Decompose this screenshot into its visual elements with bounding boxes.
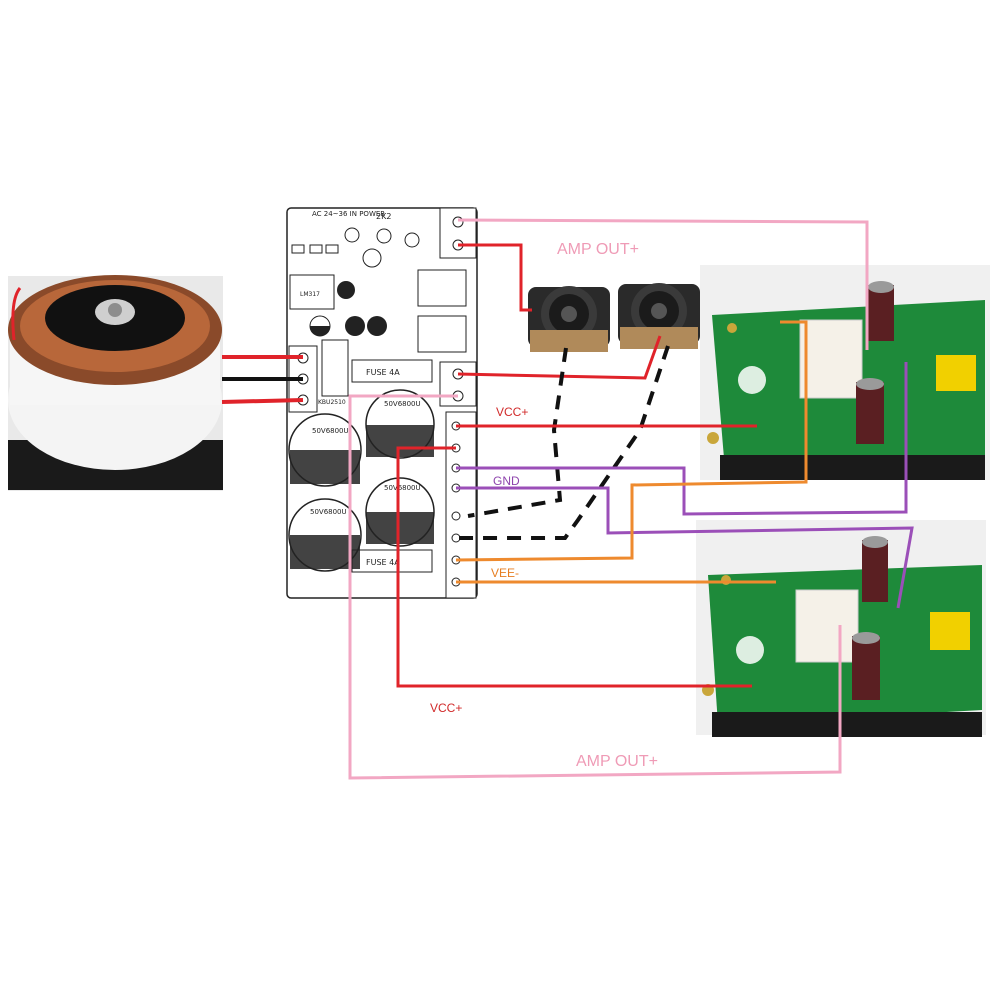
gnd-wire-top — [456, 362, 908, 516]
vee-label: VEE- — [491, 566, 519, 580]
amp-out-pink-top — [457, 218, 869, 350]
speaker-red-right — [457, 335, 662, 380]
gnd-wire-bottom — [456, 486, 914, 609]
psu-header-text: AC 24~36 IN POWER — [312, 210, 385, 218]
cap-bottom-left: 50V6800U — [288, 498, 362, 572]
amp-out-pink-bottom — [348, 394, 842, 780]
amp-out-label-bottom: AMP OUT+ — [576, 753, 658, 770]
vee-wire-top — [455, 320, 808, 562]
regulator-text: LM317 — [300, 291, 320, 298]
gnd-label: GND — [493, 474, 520, 488]
ac-wire-red-bottom — [221, 398, 304, 404]
vcc-wire-bottom — [396, 446, 752, 688]
speaker-black-dash-left — [467, 347, 568, 518]
amp-board-bottom — [696, 520, 986, 737]
svg-text:50V6800U: 50V6800U — [384, 400, 421, 408]
psu-board: AC 24~36 IN POWER 2K2 LM317 FUSE 4A FUSE… — [286, 207, 478, 599]
svg-text:50V6800U: 50V6800U — [384, 484, 421, 492]
amp-board-top — [700, 265, 990, 480]
cap-top-left: 50V6800U — [288, 413, 362, 487]
amp-out-label-top: AMP OUT+ — [557, 241, 639, 258]
svg-text:50V6800U: 50V6800U — [312, 427, 349, 435]
speaker-left — [528, 286, 610, 352]
speaker-black-dash-right — [458, 345, 670, 540]
svg-text:50V6800U: 50V6800U — [310, 508, 347, 516]
cap-bottom-right: 50V6800U — [365, 477, 435, 547]
speaker-red-left — [458, 243, 532, 312]
cap-top-right: 50V6800U — [365, 389, 435, 459]
vcc-label-top: VCC+ — [496, 405, 528, 419]
psu-code-text: 2K2 — [376, 212, 391, 221]
bridge-text: KBU2510 — [318, 399, 346, 406]
vcc-label-bottom: VCC+ — [430, 701, 462, 715]
speaker-right — [618, 283, 700, 349]
fuse-top-text: FUSE 4A — [366, 368, 400, 377]
fuse-bottom-text: FUSE 4A — [366, 558, 400, 567]
toroidal-transformer — [8, 275, 223, 491]
